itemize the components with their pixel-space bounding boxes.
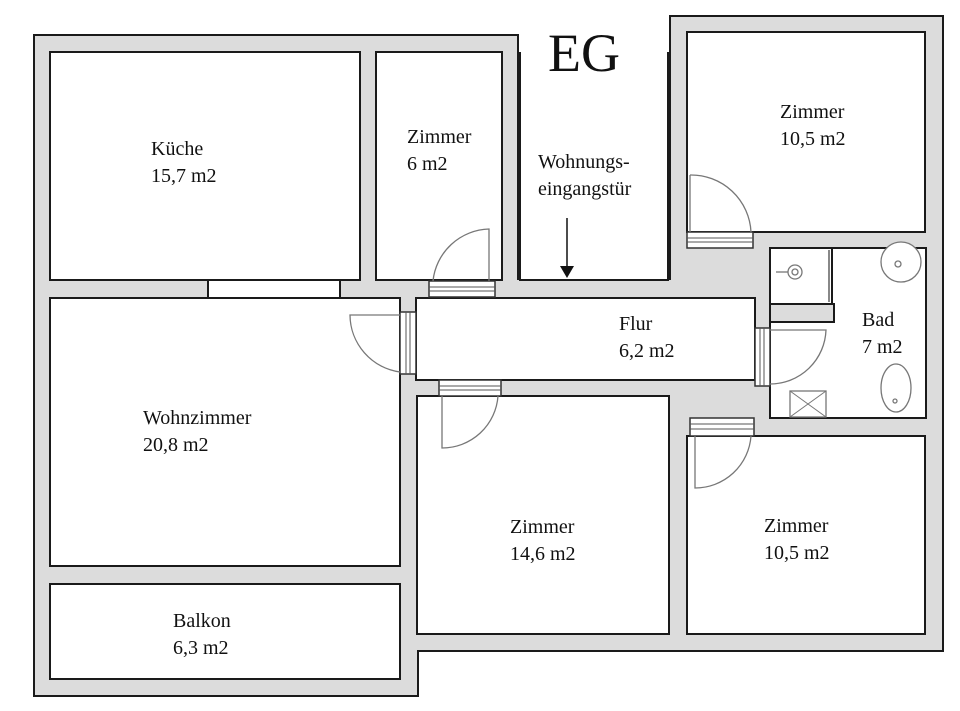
room-flur xyxy=(415,297,756,381)
door-wohnzimmer[interactable] xyxy=(349,311,417,375)
room-name: Wohnzimmer xyxy=(143,407,252,429)
room-zimmer-small xyxy=(375,51,503,281)
floor-title: EG xyxy=(548,23,620,83)
room-area: 14,6 m2 xyxy=(510,543,576,565)
room-name: Zimmer xyxy=(407,126,472,148)
room-area: 20,8 m2 xyxy=(143,434,209,456)
room-name: Küche xyxy=(151,138,203,160)
room-name: Balkon xyxy=(173,610,231,632)
room-zimmer-top-right xyxy=(686,31,926,233)
room-area: 10,5 m2 xyxy=(764,542,830,564)
room-balkon xyxy=(49,583,401,680)
kitchen-opening xyxy=(208,281,340,297)
entrance-area xyxy=(520,52,668,280)
toilet-icon xyxy=(880,363,912,413)
shower-drain-icon xyxy=(791,268,799,276)
door-zimmer-top-right[interactable] xyxy=(686,174,754,249)
door-zimmer-middle[interactable] xyxy=(438,379,502,449)
room-area: 7 m2 xyxy=(862,336,903,358)
room-area: 6,3 m2 xyxy=(173,637,229,659)
door-zimmer-small[interactable] xyxy=(428,228,496,298)
room-name: Flur xyxy=(619,313,653,335)
entrance-label-line1: Wohnungs- xyxy=(538,151,630,173)
room-name: Zimmer xyxy=(764,515,829,537)
room-area: 10,5 m2 xyxy=(780,128,846,150)
room-area: 6 m2 xyxy=(407,153,448,175)
room-kueche xyxy=(49,51,361,281)
entrance-area-outline xyxy=(519,52,669,281)
room-area: 15,7 m2 xyxy=(151,165,217,187)
room-zimmer-bottom-right xyxy=(686,435,926,635)
room-name: Zimmer xyxy=(510,516,575,538)
door-zimmer-bottom-right[interactable] xyxy=(689,417,755,489)
room-area: 6,2 m2 xyxy=(619,340,675,362)
entrance-arrow-head-icon xyxy=(560,266,574,278)
room-wohnzimmer xyxy=(49,297,401,567)
entrance-label-line2: eingangstür xyxy=(538,178,632,200)
room-name: Bad xyxy=(862,309,894,331)
door-bad[interactable] xyxy=(754,327,827,387)
bad-inner-wall xyxy=(769,303,835,323)
room-zimmer-middle xyxy=(416,395,670,635)
room-name: Zimmer xyxy=(780,101,845,123)
